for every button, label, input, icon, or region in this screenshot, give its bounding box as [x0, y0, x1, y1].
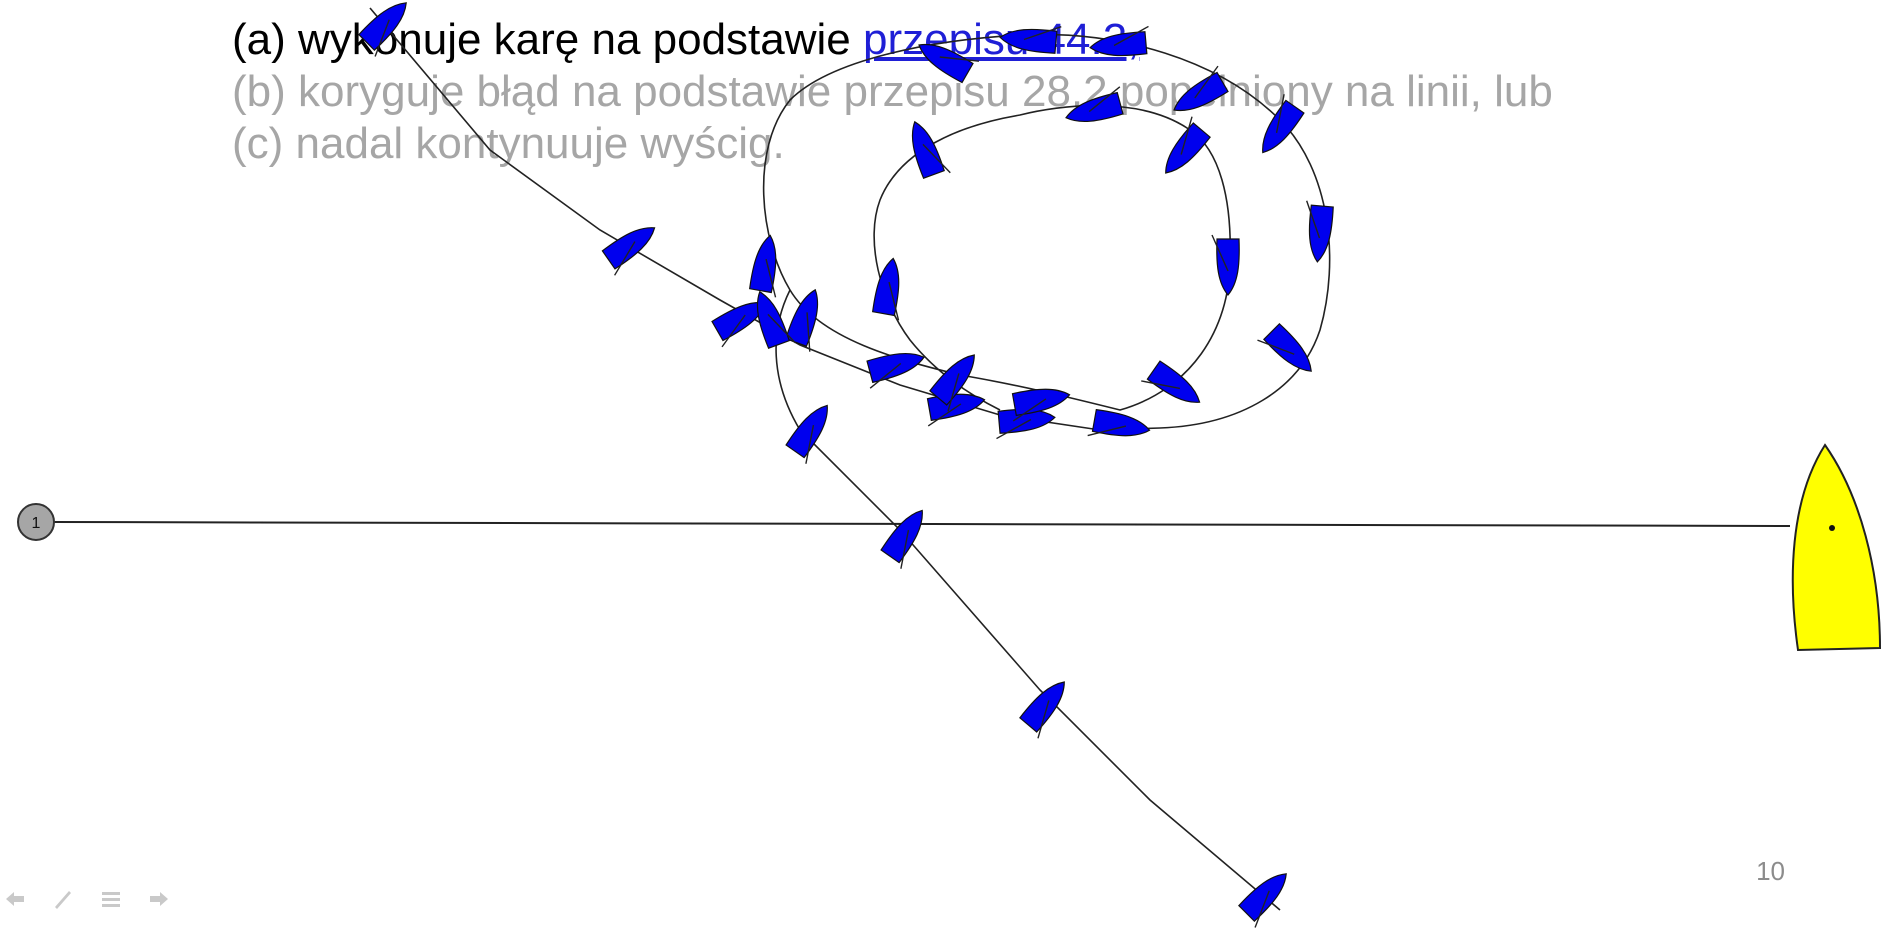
boat-marker	[1065, 86, 1124, 123]
boat-marker	[601, 227, 656, 276]
slide-number: 10	[1756, 856, 1785, 886]
boat-marker	[1173, 65, 1229, 112]
committee-boat[interactable]	[1791, 443, 1882, 652]
boat-marker	[1306, 200, 1334, 263]
boat-marker	[1165, 116, 1211, 174]
boat-marker	[999, 26, 1062, 54]
option-b: (b) koryguje błąd na podstawie przepisu …	[232, 67, 1553, 116]
boat-track-tail	[775, 289, 1281, 911]
boat-marker	[748, 234, 777, 298]
previous-slide-button[interactable]	[0, 884, 30, 914]
option-a-text: (a) wykonuje karę na podstawie	[232, 15, 863, 64]
boat-marker	[785, 288, 819, 352]
boat-track	[369, 7, 1331, 431]
boat-positions	[358, 2, 1334, 928]
boat-marker	[1238, 873, 1287, 928]
pen-icon	[55, 891, 71, 909]
boat-marker	[785, 404, 828, 464]
option-c: (c) nadal kontynuuje wyścig.	[232, 119, 785, 168]
boat-marker	[1087, 408, 1151, 437]
mark-1[interactable]: 1	[17, 503, 55, 541]
next-slide-button[interactable]	[144, 884, 174, 914]
boat-marker	[1211, 234, 1240, 296]
boat-marker	[929, 354, 975, 412]
slide-menu-button[interactable]	[96, 884, 126, 914]
rule-44-2-link[interactable]: przepisu 44.2,	[863, 15, 1140, 64]
option-a: (a) wykonuje karę na podstawie przepisu …	[232, 14, 1553, 66]
slide-text: (a) wykonuje karę na podstawie przepisu …	[232, 14, 1553, 170]
boat-marker	[1089, 25, 1149, 57]
mark-1-label: 1	[32, 515, 41, 532]
boat-marker	[1262, 94, 1305, 154]
start-line	[53, 521, 1791, 527]
boat-marker	[756, 290, 796, 349]
boat-marker	[996, 408, 1056, 440]
boat-marker	[1019, 681, 1065, 739]
slideshow-controls	[0, 884, 174, 914]
boat-marker	[1141, 360, 1201, 403]
boat-marker	[871, 257, 900, 321]
menu-icon	[102, 892, 120, 907]
arrow-left-icon	[6, 892, 24, 906]
arrow-right-icon	[150, 892, 168, 906]
boat-marker	[358, 2, 407, 57]
boat-marker	[1257, 323, 1312, 372]
boat-marker	[880, 509, 923, 569]
boat-marker	[911, 120, 951, 179]
boat-marker	[1011, 388, 1071, 422]
boat-marker	[918, 43, 980, 84]
pen-tool-button[interactable]	[48, 884, 78, 914]
boat-marker	[866, 352, 925, 389]
